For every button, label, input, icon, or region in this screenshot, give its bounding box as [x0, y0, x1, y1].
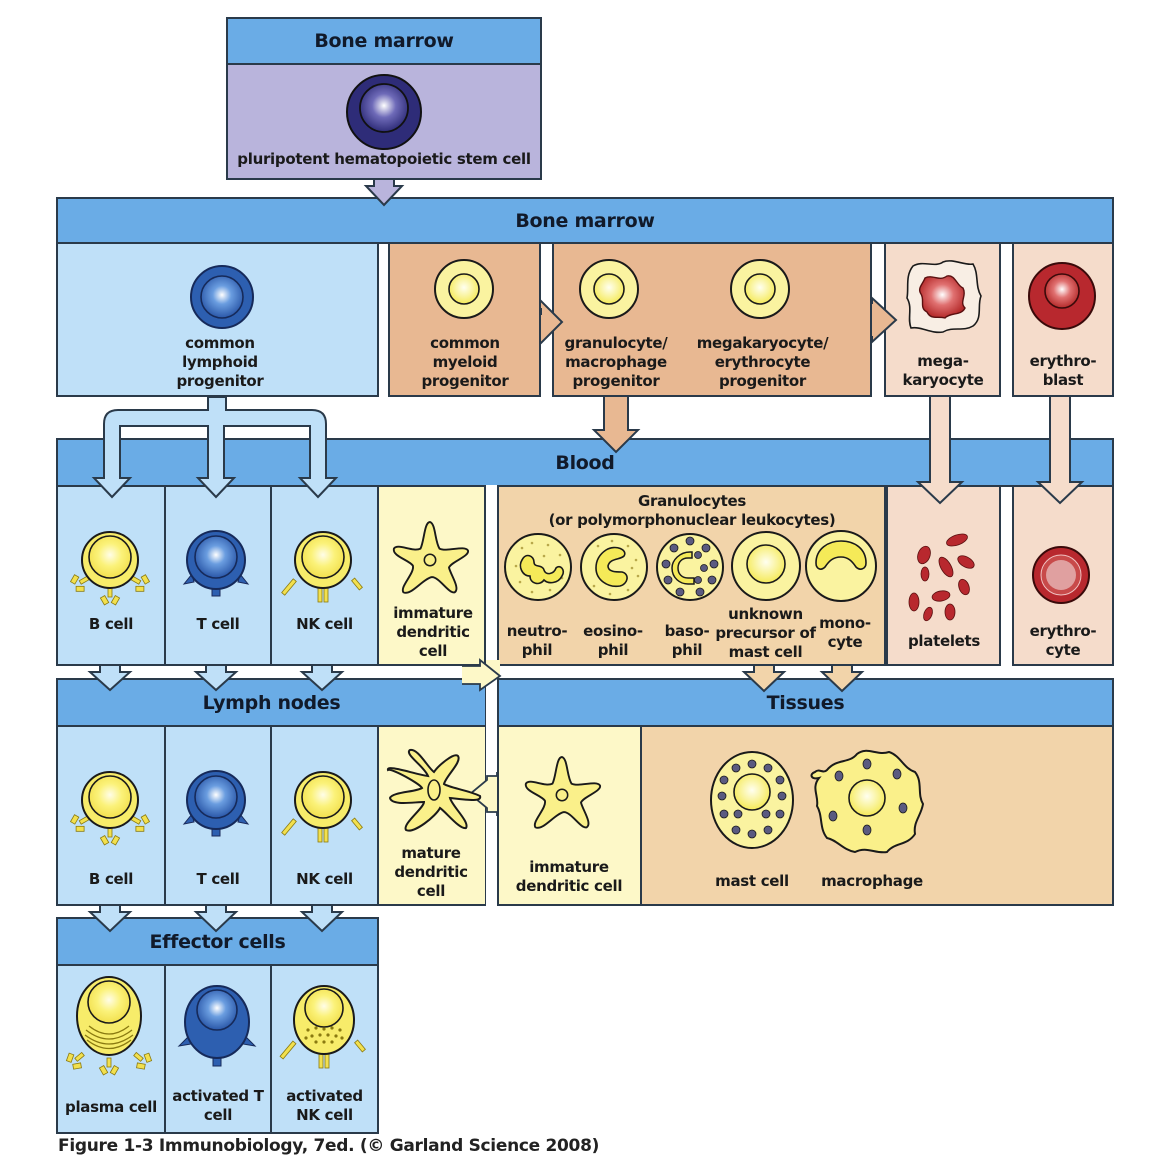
stem-cell-panel	[226, 63, 542, 180]
gm-progenitor-icon	[579, 259, 639, 319]
basophil-icon	[656, 533, 724, 601]
mature-dendritic-cell-icon	[386, 748, 482, 832]
eosinophil-icon	[580, 533, 648, 601]
plasma-cell-icon	[63, 976, 155, 1076]
activated-nk-cell-label: activated NK cell	[286, 1087, 363, 1124]
granulocytes-title: Granulocytes	[638, 492, 746, 510]
arrow-lymphoid-branches	[91, 396, 339, 499]
lymphoid-progenitor-label: common lymphoid progenitor	[176, 334, 264, 390]
megakaryocyte-label: mega- karyocyte	[902, 352, 984, 389]
nk-cell-icon	[280, 531, 364, 603]
neutrophil-label: neutro- phil	[506, 622, 568, 659]
eosinophil-label: eosino- phil	[583, 622, 643, 659]
platelets-icon	[908, 533, 975, 622]
neutrophil-icon	[504, 533, 572, 601]
ln-t-cell-label: T cell	[196, 870, 240, 888]
monocyte-icon	[805, 530, 877, 602]
arrows-blood-to-lymph-nodes	[87, 666, 345, 692]
figure-caption: Figure 1-3 Immunobiology, 7ed. (© Garlan…	[58, 1136, 600, 1156]
mast-cell-label: mast cell	[715, 872, 789, 890]
arrows-blood-to-tissues	[741, 666, 865, 693]
stem-cell-label: pluripotent hematopoietic stem cell	[237, 150, 531, 168]
granulocytes-subtitle: (or polymorphonuclear leukocytes)	[548, 511, 836, 529]
myeloid-progenitor-icon	[434, 259, 494, 319]
gm-progenitor-label: granulocyte/ macrophage progenitor	[564, 334, 668, 390]
me-progenitor-label: megakaryocyte/ erythrocyte progenitor	[696, 334, 829, 390]
activated-t-cell-label: activated T cell	[172, 1087, 264, 1124]
platelets-label: platelets	[907, 632, 981, 650]
lymphoid-progenitor-icon	[190, 265, 254, 329]
arrow-erythroblast-to-erythrocyte	[1035, 397, 1085, 505]
header-label: Bone marrow	[515, 209, 655, 232]
erythroblast-icon	[1028, 262, 1096, 330]
mast-cell-icon	[710, 751, 794, 849]
blood-dendritic-panel	[377, 485, 486, 666]
ln-nk-cell-label: NK cell	[296, 870, 353, 888]
plasma-cell-label: plasma cell	[65, 1098, 157, 1116]
arrow-me-to-megakaryocyte	[871, 295, 898, 345]
t-cell-icon	[183, 530, 249, 597]
basophil-label: baso- phil	[664, 622, 710, 659]
header-label: Blood	[555, 451, 615, 474]
megakaryocyte-icon	[906, 260, 982, 334]
arrow-stem-to-bone-marrow	[363, 180, 405, 207]
t-cell-icon	[183, 770, 249, 837]
monocyte-label: mono- cyte	[819, 614, 871, 651]
mast-precursor-label: unknown precursor of mast cell	[715, 605, 816, 661]
b-cell-icon	[69, 772, 152, 845]
ln-b-cell-label: B cell	[88, 870, 134, 888]
erythrocyte-icon	[1032, 546, 1090, 604]
me-progenitor-icon	[730, 259, 790, 319]
arrows-lymph-nodes-to-effector	[87, 906, 345, 933]
myeloid-progenitor-label: common myeloid progenitor	[421, 334, 509, 390]
arrow-dc-blood-to-tissue	[462, 658, 502, 692]
blood-nk-cell-label: NK cell	[296, 615, 353, 633]
mast-precursor-icon	[731, 531, 801, 601]
arrow-myeloid-to-gm	[539, 297, 564, 347]
immature-dendritic-cell-icon	[524, 756, 602, 829]
header-label: Tissues	[766, 691, 845, 714]
header-label: Lymph nodes	[202, 691, 341, 714]
header-label: Effector cells	[149, 930, 286, 953]
macrophage-label: macrophage	[821, 872, 923, 890]
bone-marrow-header: Bone marrow	[56, 197, 1114, 244]
immature-dendritic-cell-icon	[392, 521, 470, 594]
ln-mature-dendritic-label: mature dendritic cell	[394, 844, 468, 900]
activated-nk-cell-icon	[279, 985, 366, 1069]
stem-cell-icon	[346, 74, 422, 150]
b-cell-icon	[69, 532, 152, 605]
erythroblast-label: erythro- blast	[1029, 352, 1097, 389]
stem-bone-marrow-header: Bone marrow	[226, 17, 542, 65]
blood-t-cell-label: T cell	[196, 615, 240, 633]
activated-t-cell-icon	[177, 985, 257, 1067]
nk-cell-icon	[280, 771, 364, 843]
blood-b-cell-label: B cell	[88, 615, 134, 633]
platelets-panel	[886, 485, 1001, 666]
arrow-megakaryocyte-to-platelets	[915, 397, 965, 505]
arrow-gm-to-blood	[591, 397, 641, 454]
tissue-immature-dendritic-label: immature dendritic cell	[515, 858, 623, 895]
blood-immature-dendritic-label: immature dendritic cell	[393, 604, 473, 660]
erythrocyte-label: erythro- cyte	[1029, 622, 1097, 659]
dendritic-channel	[486, 485, 497, 906]
header-label: Bone marrow	[314, 30, 454, 52]
macrophage-icon	[810, 749, 925, 854]
